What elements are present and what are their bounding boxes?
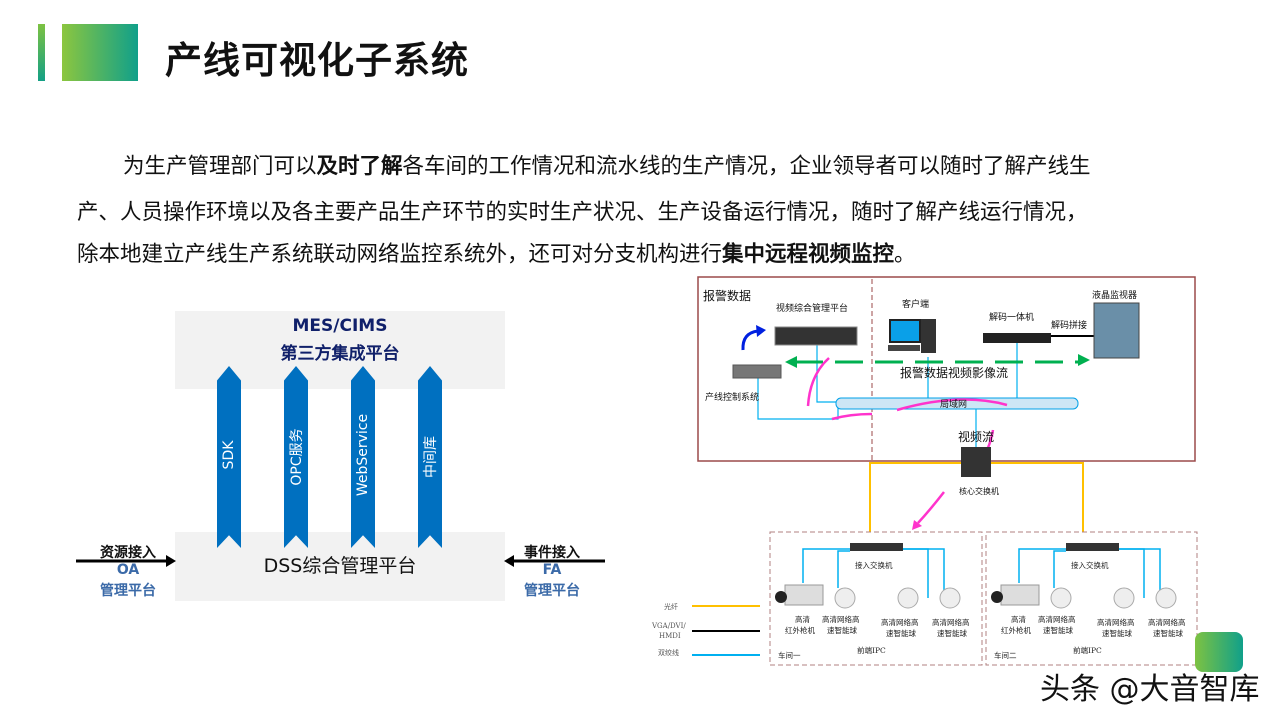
fa-sub-label: 管理平台 bbox=[524, 583, 580, 599]
workshop-1: 接入交换机 高清 红外枪机 高清网络高 速智能球 高清网络高 速智能球 高清网络… bbox=[769, 531, 983, 666]
emphasis: 集中远程视频监控 bbox=[722, 242, 895, 267]
camera-label: 速智能球 bbox=[1102, 628, 1132, 638]
legend-twisted-pair: 双绞线 bbox=[658, 648, 679, 657]
camera-label: 高清 bbox=[1011, 614, 1027, 624]
camera-label: 速智能球 bbox=[1153, 628, 1183, 638]
interface-arrow-middleware bbox=[418, 366, 442, 548]
lcd-monitor-icon bbox=[1093, 302, 1140, 359]
dss-platform-box bbox=[175, 532, 505, 601]
decoder-label: 解码一体机 bbox=[989, 311, 1034, 323]
text: 。 bbox=[894, 242, 916, 267]
camera-label: 高清网络高 bbox=[1038, 614, 1076, 624]
third-party-subtitle: 第三方集成平台 bbox=[280, 344, 400, 364]
interface-arrow-webservice bbox=[351, 366, 375, 548]
interface-arrow-opc bbox=[284, 366, 308, 548]
camera-label: 速智能球 bbox=[827, 625, 857, 635]
front-ipc-label: 前端IPC bbox=[1073, 645, 1102, 655]
camera-label: 高清网络高 bbox=[881, 617, 919, 627]
camera-label: 速智能球 bbox=[886, 628, 916, 638]
fa-label: FA bbox=[542, 562, 562, 578]
video-stream-label: 视频流 bbox=[958, 429, 994, 444]
legend-fiber: 光纤 bbox=[664, 602, 678, 611]
decoder-icon bbox=[983, 333, 1051, 343]
client-label: 客户端 bbox=[902, 298, 929, 310]
paragraph-line-2: 产、人员操作环境以及各主要产品生产环节的实时生产状况、生产设备运行情况，随时了解… bbox=[77, 200, 1088, 225]
front-ipc-label: 前端IPC bbox=[857, 645, 886, 655]
access-switch-label: 接入交换机 bbox=[855, 560, 893, 570]
paragraph-line-3: 除本地建立产线生产系统联动网络监控系统外，还可对分支机构进行集中远程视频监控。 bbox=[77, 237, 916, 268]
text: 为生产管理部门可以 bbox=[123, 154, 317, 179]
core-switch-icon bbox=[961, 447, 991, 477]
lan-label: 局域网 bbox=[940, 398, 967, 410]
mes-cims-title: MES/CIMS bbox=[292, 316, 388, 336]
workshop-name: 车间一 bbox=[778, 650, 801, 660]
camera-label: 红外枪机 bbox=[1001, 625, 1031, 635]
oa-label: OA bbox=[116, 562, 140, 578]
watermark: 头条 @大音智库 bbox=[1040, 672, 1260, 707]
camera-label: 高清 bbox=[795, 614, 810, 624]
lan-bus bbox=[835, 397, 1079, 410]
camera-label: 高清网络高 bbox=[822, 614, 860, 624]
client-computer-icon bbox=[888, 319, 936, 353]
video-platform-label: 视频综合管理平台 bbox=[776, 302, 848, 314]
page-title: 产线可视化子系统 bbox=[165, 39, 469, 82]
paragraph-line-1: 为生产管理部门可以及时了解各车间的工作情况和流水线的生产情况，企业领导者可以随时… bbox=[123, 149, 1091, 180]
header-accent-bar bbox=[38, 24, 45, 81]
legend-vga-2: HMDI bbox=[659, 632, 681, 640]
text: 除本地建立产线生产系统联动网络监控系统外，还可对分支机构进行 bbox=[77, 242, 723, 267]
alarm-data-label: 报警数据 bbox=[703, 288, 751, 303]
core-switch-label: 核心交换机 bbox=[959, 486, 999, 496]
legend-vga: VGA/DVI/ bbox=[651, 622, 686, 630]
emphasis: 及时了解 bbox=[316, 154, 403, 179]
corner-accent-square bbox=[1195, 632, 1243, 672]
text: 各车间的工作情况和流水线的生产情况，企业领导者可以随时了解产线生 bbox=[402, 154, 1091, 179]
dss-title: DSS综合管理平台 bbox=[263, 555, 417, 577]
workshop-name: 车间二 bbox=[994, 650, 1017, 660]
flow-label: 报警数据视频影像流 bbox=[900, 365, 1008, 380]
camera-label: 速智能球 bbox=[937, 628, 967, 638]
line-control-label: 产线控制系统 bbox=[705, 391, 759, 403]
access-switch-label: 接入交换机 bbox=[1071, 560, 1109, 570]
oa-sub-label: 管理平台 bbox=[100, 583, 156, 599]
decode-splice-label: 解码拼接 bbox=[1051, 319, 1087, 331]
camera-label: 高清网络高 bbox=[1148, 617, 1186, 627]
resource-input-label: 资源接入 bbox=[100, 545, 156, 561]
interface-arrow-sdk bbox=[217, 366, 241, 548]
workshop-2: 接入交换机 高清 红外枪机 高清网络高 速智能球 高清网络高 速智能球 高清网络… bbox=[985, 531, 1198, 666]
event-input-label: 事件接入 bbox=[524, 545, 580, 561]
video-platform-server-icon bbox=[774, 326, 858, 346]
legend: 光纤 VGA/DVI/ HMDI 双绞线 bbox=[651, 602, 760, 657]
header-accent-square bbox=[62, 24, 138, 81]
camera-label: 高清网络高 bbox=[1097, 617, 1135, 627]
alarm-data-box bbox=[697, 276, 873, 462]
camera-label: 红外枪机 bbox=[785, 625, 815, 635]
camera-label: 高清网络高 bbox=[932, 617, 970, 627]
lcd-monitor-label: 液晶监视器 bbox=[1092, 289, 1137, 301]
line-control-device-icon bbox=[732, 364, 782, 379]
camera-label: 速智能球 bbox=[1043, 625, 1073, 635]
